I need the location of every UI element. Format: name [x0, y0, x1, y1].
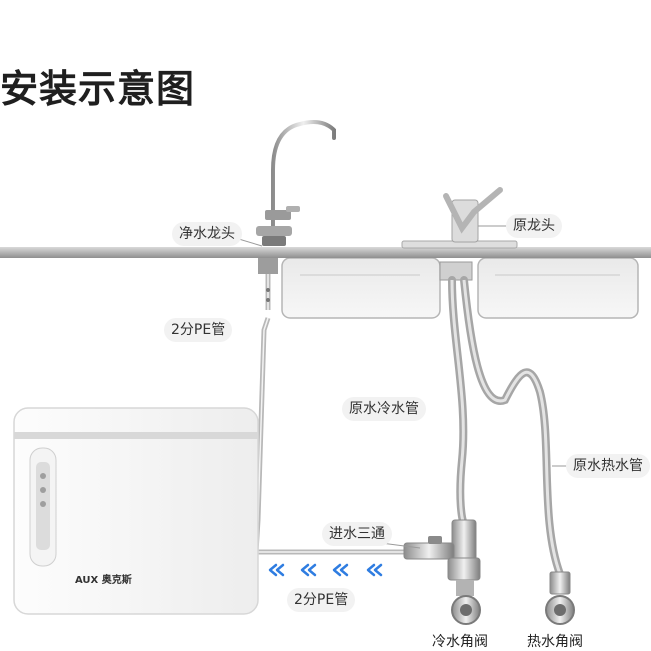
- sink-basins: [281, 257, 639, 319]
- label-cold-angle-valve: 冷水角阀: [432, 634, 488, 650]
- countertop: [0, 240, 651, 258]
- inlet-tee-fitting: [403, 519, 481, 581]
- page-title: 安装示意图: [0, 67, 196, 111]
- original-faucet: [439, 187, 503, 281]
- purified-faucet: [256, 120, 336, 274]
- label-purified-faucet: 净水龙头: [172, 222, 242, 246]
- water-purifier-unit: [13, 407, 259, 615]
- flow-arrow-1: [268, 563, 285, 577]
- label-pe-pipe-upper: 2分PE管: [164, 318, 233, 342]
- flow-arrows: [268, 563, 383, 577]
- flow-arrow-2: [300, 563, 317, 577]
- label-cold-water-pipe: 原水冷水管: [342, 397, 426, 421]
- hot-angle-valve: [545, 571, 575, 625]
- hot-water-pipe: [460, 276, 564, 578]
- cold-water-pipe: [448, 276, 468, 528]
- device-brand-logo: AUX 奥克斯: [75, 575, 132, 586]
- label-hot-water-pipe: 原水热水管: [566, 454, 650, 478]
- label-pe-pipe-lower: 2分PE管: [287, 588, 356, 612]
- flow-arrow-3: [332, 563, 349, 577]
- label-original-faucet: 原龙头: [506, 214, 562, 238]
- flow-arrow-4: [366, 563, 383, 577]
- label-inlet-tee: 进水三通: [322, 522, 392, 546]
- cold-angle-valve: [451, 580, 481, 625]
- label-hot-angle-valve: 热水角阀: [527, 634, 583, 650]
